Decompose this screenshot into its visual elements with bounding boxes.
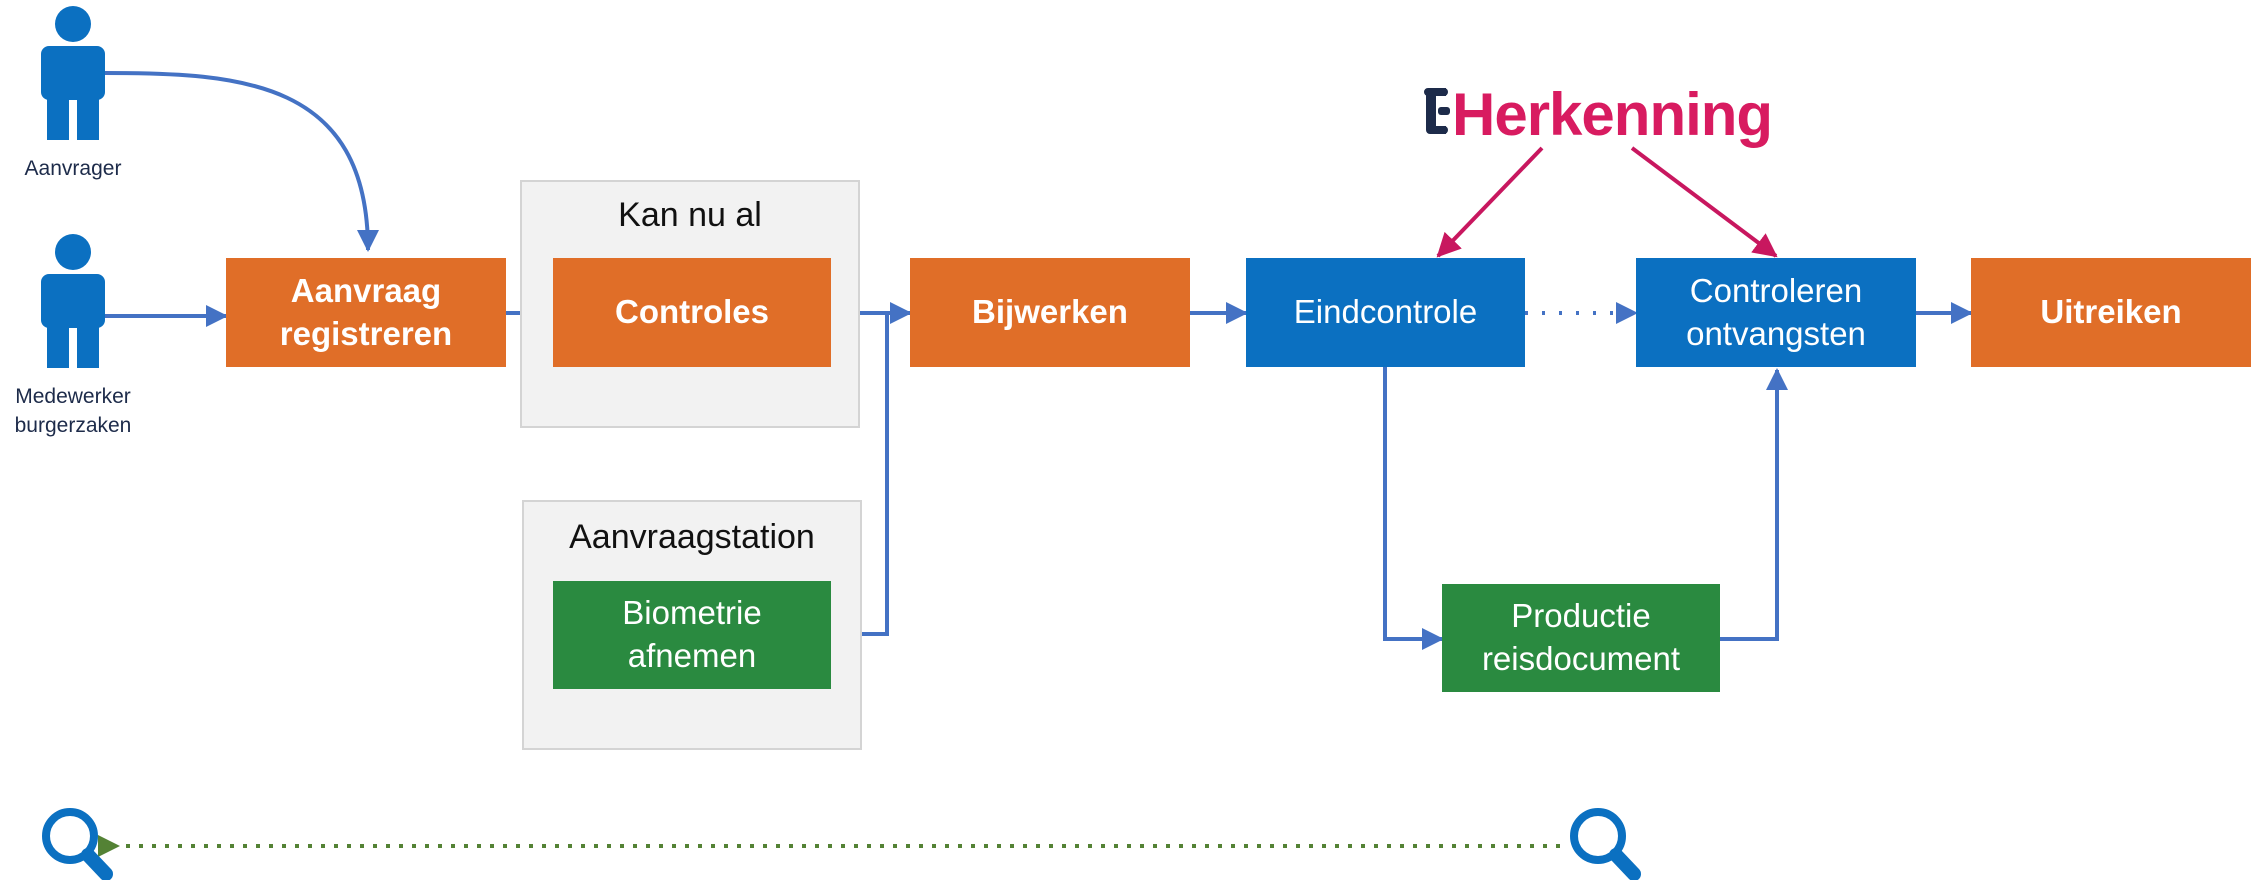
step-label-line1: Productie: [1511, 597, 1651, 635]
step-label: Controles: [614, 293, 769, 331]
step-label-line2: afnemen: [627, 637, 757, 674]
step-controleren-ontvangsten: Controleren ontvangsten: [1636, 258, 1916, 367]
requester-person-icon: [41, 6, 105, 140]
eherkenning-logo-mark: [1424, 88, 1450, 134]
step-controles: Controles: [553, 258, 831, 367]
step-label-line2: registreren: [279, 314, 453, 352]
magnifier-icon-left: [42, 808, 113, 880]
step-productie-reisdocument: Productie reisdocument: [1442, 584, 1720, 692]
arrow-production-to-receive: [1720, 368, 1788, 641]
step-label-line2: reisdocument: [1481, 640, 1681, 677]
eherkenning-logo-text: Herkenning: [1452, 81, 1773, 148]
magnifier-icon-right: [1570, 808, 1641, 880]
actor-label-line2: burgerzaken: [14, 414, 132, 438]
step-eindcontrole: Eindcontrole: [1246, 258, 1525, 367]
step-label: Bijwerken: [972, 293, 1128, 331]
step-biometrie-afnemen: Biometrie afnemen: [553, 581, 831, 689]
step-label-line2: ontvangsten: [1686, 314, 1866, 352]
arrow-requester-to-register: [104, 71, 379, 252]
step-aanvraag-registreren: Aanvraag registreren: [226, 258, 506, 367]
step-label-line1: Biometrie: [622, 594, 762, 632]
step-bijwerken: Bijwerken: [910, 258, 1190, 367]
step-uitreiken: Uitreiken: [1971, 258, 2251, 367]
group-aanvraagstation-label: Aanvraagstation: [569, 518, 815, 556]
actor-label-aanvrager: Aanvrager: [24, 157, 122, 180]
clerk-person-icon: [41, 234, 105, 368]
step-label: Eindcontrole: [1293, 293, 1478, 331]
arrow-finalcheck-to-production: [1383, 367, 1444, 650]
step-label-line1: Aanvraag: [290, 271, 442, 309]
actor-label-line1: Medewerker: [15, 385, 131, 408]
actor-label-medewerker: Medewerker burgerzaken: [0, 382, 146, 441]
arrow-logo-to-finalcheck: [1436, 146, 1544, 258]
step-label-line1: Controleren: [1689, 271, 1863, 309]
arrow-logo-to-receive: [1630, 146, 1778, 258]
step-label: Uitreiken: [2040, 293, 2182, 331]
group-kan-nu-al-label: Kan nu al: [618, 196, 762, 234]
